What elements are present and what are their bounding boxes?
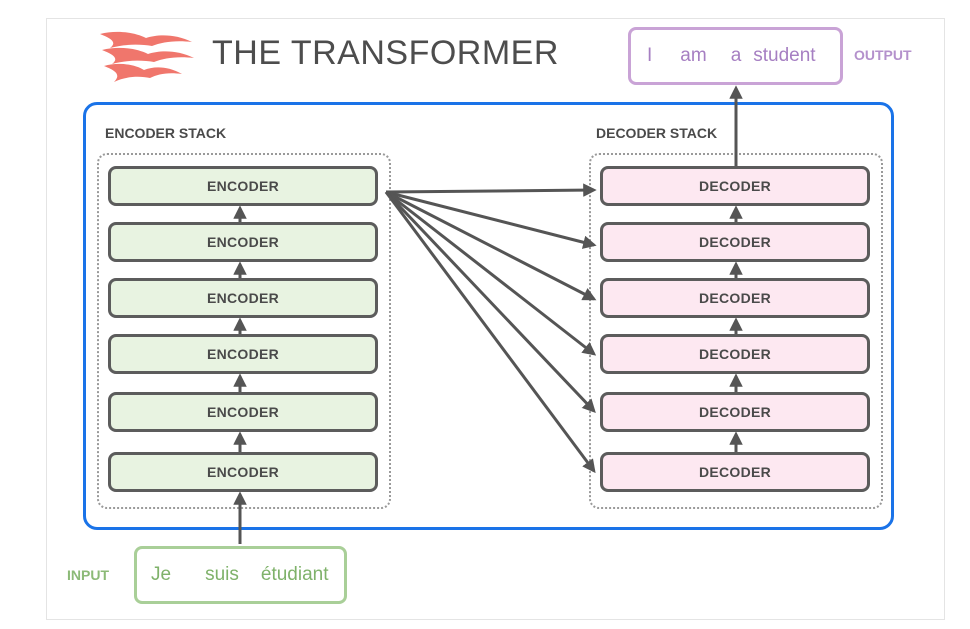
decoder-block: DECODER xyxy=(600,278,870,318)
input-box: Je suis étudiant xyxy=(134,546,347,604)
input-word: étudiant xyxy=(260,564,329,585)
diagram-title: THE TRANSFORMER xyxy=(212,34,559,72)
encoder-stack-label: ENCODER STACK xyxy=(105,125,227,141)
decoder-stack-label: DECODER STACK xyxy=(596,125,718,141)
output-word: a xyxy=(730,45,742,66)
input-word: suis xyxy=(205,564,239,585)
decoder-block: DECODER xyxy=(600,452,870,492)
output-word: I xyxy=(647,45,653,66)
encoder-stack xyxy=(97,153,391,509)
input-label: INPUT xyxy=(67,567,109,583)
output-label: OUTPUT xyxy=(854,47,912,63)
cross-attention-arrow xyxy=(385,190,597,301)
encoder-block: ENCODER xyxy=(108,334,378,374)
decoder-block: DECODER xyxy=(600,334,870,374)
output-box: I am a student xyxy=(628,27,843,85)
cross-attention-arrow xyxy=(384,191,596,474)
input-word: Je xyxy=(151,564,172,585)
cross-attention-arrow xyxy=(385,190,597,356)
encoder-block: ENCODER xyxy=(108,392,378,432)
encoder-block: ENCODER xyxy=(108,222,378,262)
output-word: am xyxy=(680,45,707,66)
decoder-block: DECODER xyxy=(600,392,870,432)
cross-attention-arrow xyxy=(384,190,596,413)
cross-attention-arrow xyxy=(385,183,597,197)
decoder-block: DECODER xyxy=(600,166,870,206)
encoder-block: ENCODER xyxy=(108,452,378,492)
encoder-block: ENCODER xyxy=(108,166,378,206)
diagram-frame xyxy=(46,18,945,620)
decoder-block: DECODER xyxy=(600,222,870,262)
transformer-flame-icon xyxy=(100,31,194,82)
cross-attention-arrow xyxy=(385,190,597,249)
encoder-block: ENCODER xyxy=(108,278,378,318)
transformer-container xyxy=(83,102,894,530)
output-word: student xyxy=(753,45,816,66)
